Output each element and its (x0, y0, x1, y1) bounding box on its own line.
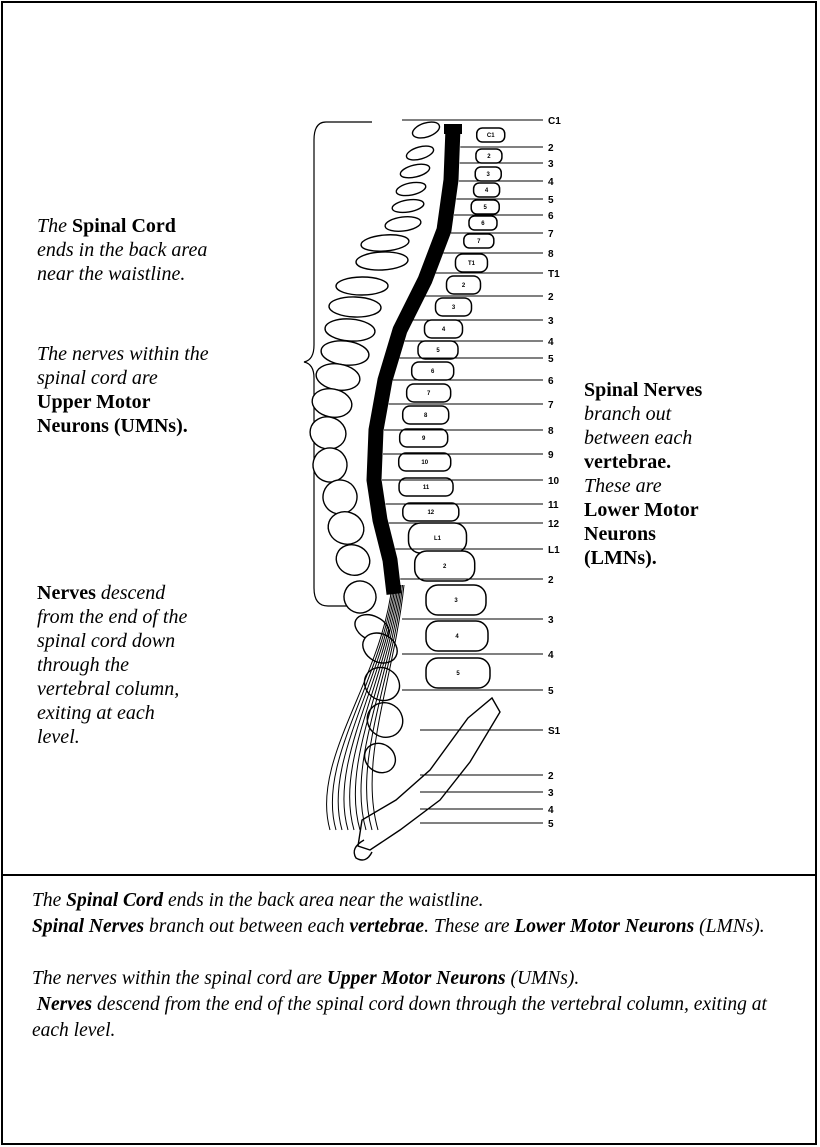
posterior-vertebra (359, 737, 401, 778)
posterior-vertebra (336, 277, 388, 295)
vertebral-body-number: 12 (427, 510, 434, 516)
level-label-t-9: 9 (548, 450, 554, 461)
level-label-t-4: 4 (548, 337, 554, 348)
level-label-t-11: 11 (548, 500, 559, 511)
posterior-vertebra (399, 162, 431, 181)
posterior-vertebra (324, 317, 375, 342)
posterior-vertebra (411, 119, 442, 141)
vertebral-body-number: T1 (468, 261, 476, 267)
posterior-vertebra (314, 361, 361, 393)
level-label-c-8: 8 (548, 249, 554, 260)
posterior-vertebra (405, 143, 435, 162)
vertebral-body-number: 11 (423, 485, 430, 491)
posterior-vertebra (395, 180, 427, 198)
spinal-cord-label: The Spinal Cord ends in the back area ne… (37, 214, 297, 286)
level-label-t-12: 12 (548, 519, 560, 530)
vertebral-body-number: 10 (421, 460, 428, 466)
caption-paragraph-1: The Spinal Cord ends in the back area ne… (32, 888, 792, 940)
posterior-vertebra (310, 386, 354, 421)
level-label-l-5: 5 (548, 686, 554, 697)
posterior-vertebra (320, 338, 370, 367)
level-label-t-8: 8 (548, 426, 554, 437)
posterior-vertebra (391, 198, 425, 215)
posterior-vertebra (332, 540, 375, 580)
level-label-t-2: 2 (548, 292, 554, 303)
level-label-c-5: 5 (548, 195, 554, 206)
nerves-descend-label: Nerves descend from the end of the spina… (37, 581, 277, 749)
vertebral-body-number: C1 (487, 133, 495, 139)
posterior-vertebra (307, 413, 349, 452)
level-label-c-7: 7 (548, 229, 554, 240)
level-label-l-3: 3 (548, 615, 554, 626)
level-label-c-6: 6 (548, 211, 554, 222)
caption-divider (1, 874, 817, 876)
level-label-c-C1: C1 (548, 116, 561, 127)
level-label-s-2: 2 (548, 771, 554, 782)
level-label-c-3: 3 (548, 159, 554, 170)
posterior-vertebra (384, 215, 421, 233)
posterior-vertebra (324, 507, 369, 549)
level-label-c-4: 4 (548, 177, 554, 188)
caption-text: The Spinal Cord ends in the back area ne… (32, 888, 792, 1070)
level-label-l-L1: L1 (548, 545, 560, 556)
level-label-t-T1: T1 (548, 269, 560, 280)
level-label-s-3: 3 (548, 788, 554, 799)
posterior-vertebra (329, 296, 382, 318)
level-label-s-4: 4 (548, 805, 554, 816)
level-label-t-6: 6 (548, 376, 554, 387)
spinal-nerves-label: Spinal Nerves branch out between each ve… (584, 378, 784, 570)
level-label-t-10: 10 (548, 476, 560, 487)
caption-paragraph-2: The nerves within the spinal cord are Up… (32, 966, 792, 1044)
level-label-l-4: 4 (548, 650, 554, 661)
level-label-t-5: 5 (548, 354, 554, 365)
posterior-vertebra (356, 251, 409, 271)
upper-motor-neurons-label: The nerves within the spinal cord are Up… (37, 342, 297, 438)
level-label-t-3: 3 (548, 316, 554, 327)
posterior-vertebra (339, 576, 381, 618)
level-label-s-5: 5 (548, 819, 554, 830)
level-label-t-7: 7 (548, 400, 554, 411)
posterior-vertebra (360, 233, 409, 253)
level-label-s-S1: S1 (548, 726, 561, 737)
vertebral-body-number: L1 (434, 536, 442, 542)
posterior-vertebra (309, 444, 351, 486)
level-label-l-2: 2 (548, 575, 554, 586)
level-label-c-2: 2 (548, 143, 554, 154)
